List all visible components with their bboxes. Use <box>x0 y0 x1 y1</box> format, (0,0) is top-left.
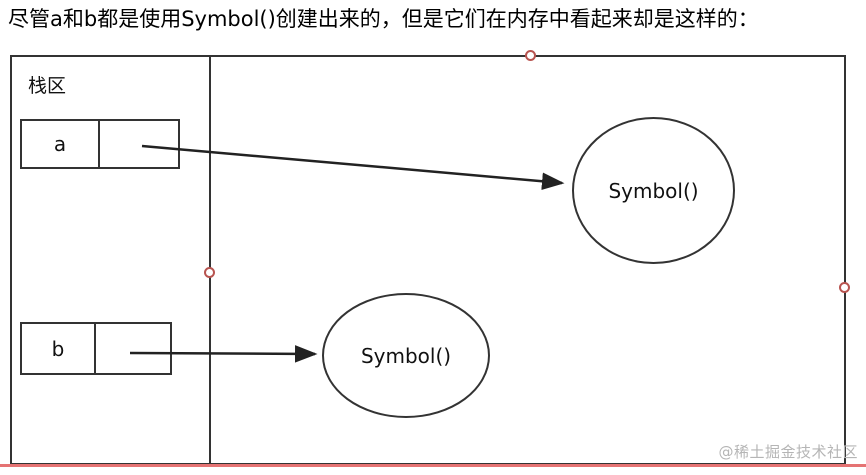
memory-diagram: 栈区 a b Symbol() Symbol() <box>10 55 846 465</box>
symbol-label-a: Symbol() <box>608 178 699 203</box>
variable-box-b: b <box>20 322 172 375</box>
variable-name-b: b <box>22 324 96 373</box>
heap-object-symbol-a: Symbol() <box>572 117 735 264</box>
variable-value-cell-b <box>96 324 170 373</box>
variable-value-cell-a <box>100 121 178 167</box>
caption-text: 尽管a和b都是使用Symbol()创建出来的，但是它们在内存中看起来却是这样的： <box>8 7 759 31</box>
selection-handle-left <box>204 267 215 278</box>
selection-handle-right <box>839 282 850 293</box>
symbol-label-b: Symbol() <box>360 343 452 368</box>
variable-box-a: a <box>20 119 180 169</box>
stack-region-label: 栈区 <box>28 75 67 97</box>
watermark-text: @稀土掘金技术社区 <box>718 443 858 461</box>
heap-object-symbol-b: Symbol() <box>322 293 490 418</box>
stack-heap-divider-line <box>209 57 211 463</box>
arrow-a-to-symbol <box>141 144 565 190</box>
selection-handle-top <box>525 50 536 61</box>
variable-name-a: a <box>22 121 100 167</box>
bottom-divider-line <box>0 464 866 467</box>
